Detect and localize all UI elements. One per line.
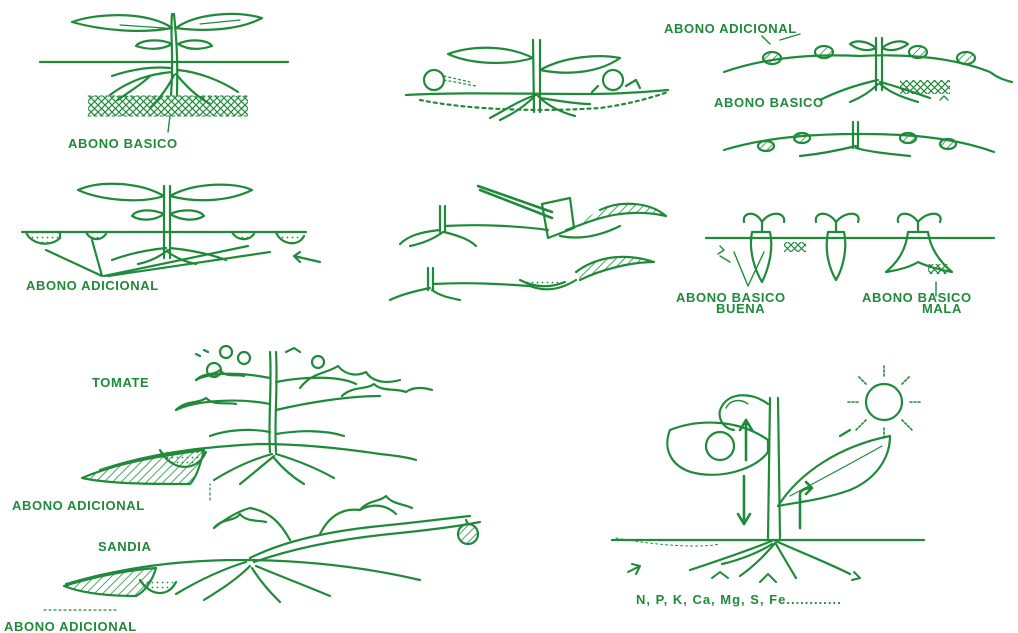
panel-additional-pockets (22, 184, 320, 276)
label-abono-basico-1: ABONO BASICO (68, 137, 178, 150)
panel-nutrient-uptake (612, 366, 924, 582)
panel-hoe-furrow (390, 186, 666, 300)
label-abono-adicional-top: ABONO ADICIONAL (664, 22, 797, 35)
label-mala: MALA (922, 302, 962, 315)
label-abono-adicional-left: ABONO ADICIONAL (26, 279, 159, 292)
label-buena: BUENA (716, 302, 765, 315)
label-abono-basico-ridge: ABONO BASICO (714, 96, 824, 109)
label-nutrients: N, P, K, Ca, Mg, S, Fe............ (636, 593, 842, 606)
label-abono-adicional-tomate: ABONO ADICIONAL (12, 499, 145, 512)
label-abono-adicional-sandia: ABONO ADICIONAL (4, 620, 137, 633)
panel-carrots-quality (706, 214, 994, 296)
label-tomate: TOMATE (92, 376, 149, 389)
label-sandia: SANDIA (98, 540, 151, 553)
panel-side-dressing-holes (406, 40, 668, 120)
panel-basal-under-roots (40, 14, 288, 132)
